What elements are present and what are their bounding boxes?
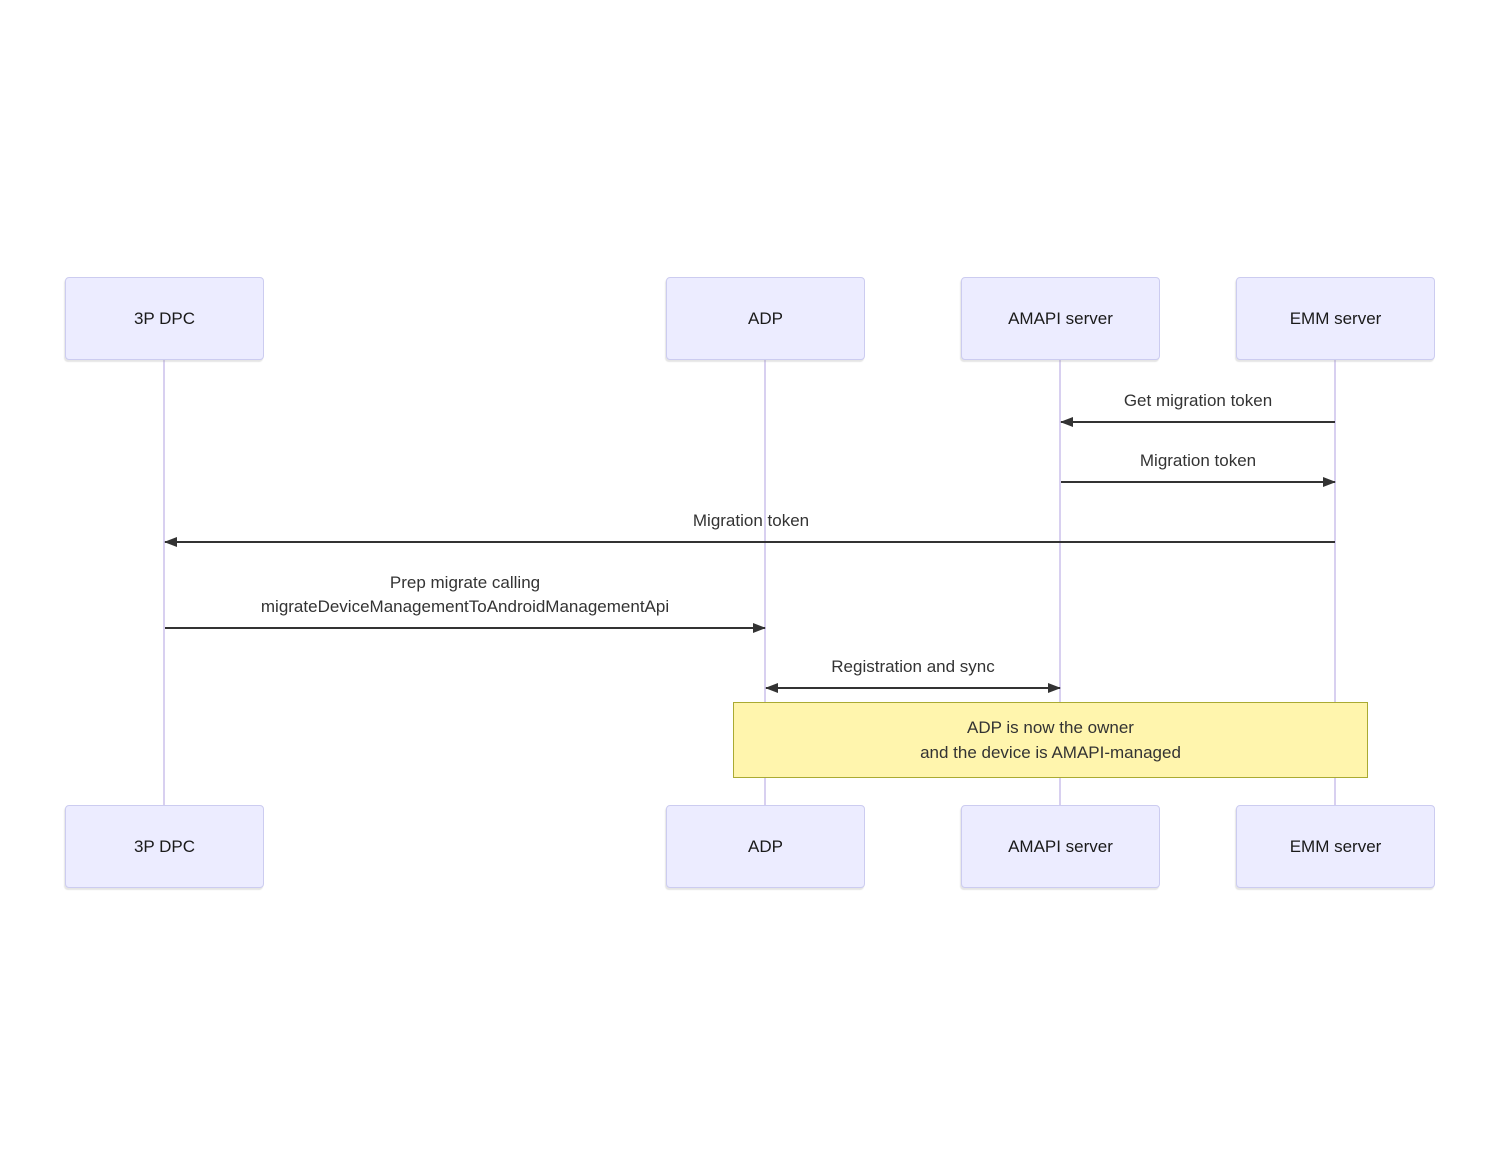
- message-label-get-migration-token: Get migration token: [1123, 391, 1273, 410]
- actor-top-3p-dpc: 3P DPC: [65, 277, 264, 360]
- actor-top-amapi-server: AMAPI server: [961, 277, 1160, 360]
- arrowhead-right-icon: [1048, 683, 1061, 693]
- message-label-prep-migrate-line2: migrateDeviceManagementToAndroidManageme…: [260, 597, 670, 616]
- message-arrow-registration-and-sync: [765, 683, 1061, 693]
- actor-top-emm-server: EMM server: [1236, 277, 1435, 360]
- actor-label: 3P DPC: [133, 836, 196, 856]
- actor-label: AMAPI server: [1008, 308, 1113, 328]
- actor-label: ADP: [748, 836, 783, 856]
- note-line-2: and the device is AMAPI-managed: [920, 743, 1181, 762]
- arrowhead-left-icon: [1060, 417, 1073, 427]
- message-arrow-prep-migrate: [165, 623, 766, 633]
- actor-label: EMM server: [1289, 836, 1382, 856]
- message-label-migration-token-to-dpc: Migration token: [692, 511, 810, 530]
- actor-top-adp: ADP: [666, 277, 865, 360]
- message-label-prep-migrate-line1: Prep migrate calling: [389, 573, 541, 592]
- actor-label: EMM server: [1289, 308, 1382, 328]
- arrowhead-left-icon: [164, 537, 177, 547]
- actor-label: ADP: [748, 308, 783, 328]
- note-adp-owner: ADP is now the owner and the device is A…: [733, 702, 1368, 778]
- actor-bottom-3p-dpc: 3P DPC: [65, 805, 264, 888]
- message-label-migration-token-to-emm: Migration token: [1139, 451, 1257, 470]
- lifeline-amapi-server: [1059, 360, 1061, 805]
- lifeline-3p-dpc: [163, 360, 165, 805]
- arrowhead-right-icon: [753, 623, 766, 633]
- message-arrow-migration-token-to-dpc: [164, 537, 1335, 547]
- arrowhead-right-icon: [1323, 477, 1336, 487]
- actor-label: 3P DPC: [133, 308, 196, 328]
- actor-label: AMAPI server: [1008, 836, 1113, 856]
- lifeline-emm-server: [1334, 360, 1336, 805]
- note-line-1: ADP is now the owner: [967, 718, 1134, 737]
- message-arrow-migration-token-to-emm: [1061, 477, 1336, 487]
- actor-bottom-emm-server: EMM server: [1236, 805, 1435, 888]
- actor-bottom-adp: ADP: [666, 805, 865, 888]
- message-label-registration-and-sync: Registration and sync: [831, 657, 995, 676]
- actor-bottom-amapi-server: AMAPI server: [961, 805, 1160, 888]
- lifeline-adp: [764, 360, 766, 805]
- arrowhead-left-icon: [765, 683, 778, 693]
- message-arrow-get-migration-token: [1060, 417, 1335, 427]
